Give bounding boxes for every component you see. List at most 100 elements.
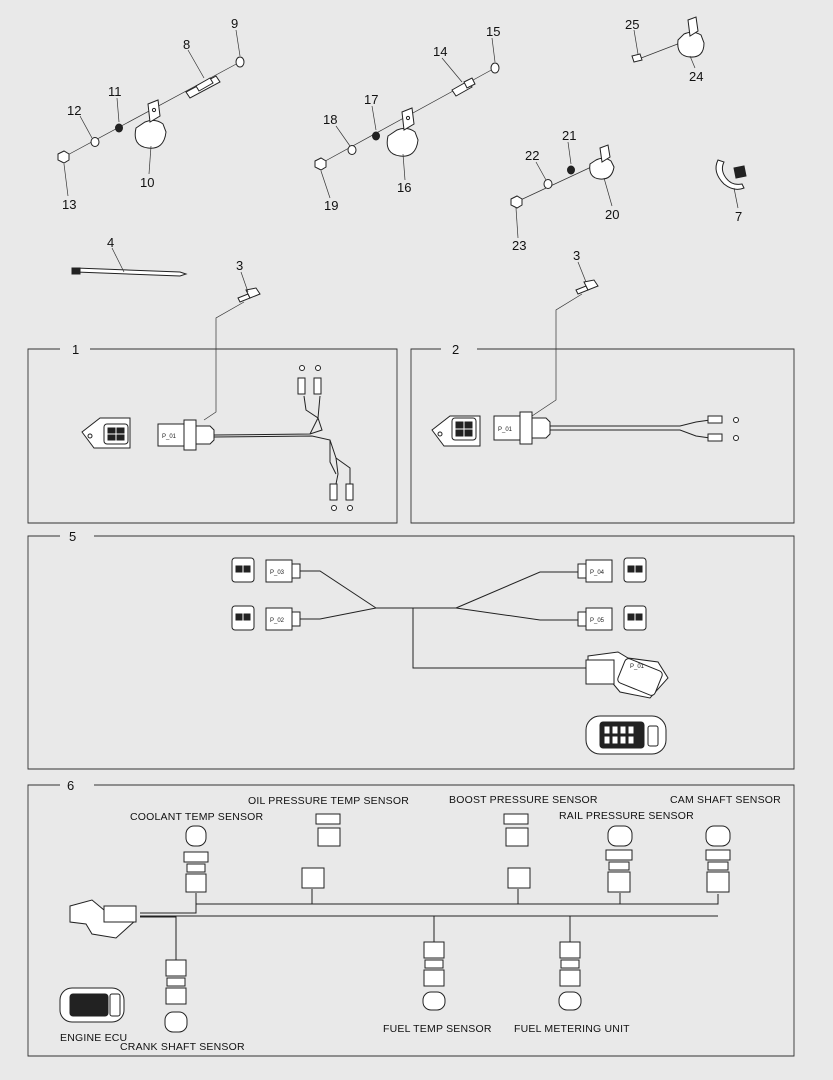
mating-connector-p02[interactable] (231, 605, 255, 631)
harness-connector-p04[interactable]: P_04 (577, 559, 613, 583)
label-rail-pressure-sensor: RAIL PRESSURE SENSOR (559, 810, 694, 822)
callout-14: 14 (433, 44, 447, 59)
lockwasher-17[interactable] (372, 131, 380, 141)
callout-10: 10 (140, 175, 154, 190)
callout-1: 1 (72, 342, 79, 357)
washer-12[interactable] (90, 137, 100, 147)
rail-pressure-sensor-assembly[interactable] (605, 825, 633, 893)
label-fuel-metering-unit: FUEL METERING UNIT (514, 1023, 630, 1035)
sensor-adapter-14[interactable] (451, 77, 476, 97)
callout-8: 8 (183, 37, 190, 52)
callout-5: 5 (69, 529, 76, 544)
coolant-temp-sensor-assembly[interactable] (183, 825, 209, 893)
harness-connector-p01-b[interactable]: P_01 (493, 411, 551, 445)
mating-connector-1[interactable] (81, 417, 131, 449)
frame-5: 5 P_03 P_02 (27, 529, 795, 770)
harness-connector-p01-ecu[interactable]: P_01 (585, 651, 669, 699)
tag-p05: P_05 (590, 618, 605, 624)
harness-connector-p01-a[interactable]: P_01 (157, 419, 215, 451)
lockwasher-11[interactable] (115, 123, 123, 133)
callout-15: 15 (486, 24, 500, 39)
frame-1: 1 P_01 (27, 342, 398, 524)
harness-connector-p02[interactable]: P_02 (265, 607, 301, 631)
nut-19[interactable] (314, 157, 327, 171)
callout-11: 11 (108, 84, 122, 99)
fuel-metering-unit-assembly[interactable] (558, 941, 582, 1011)
clamp-24[interactable] (677, 16, 705, 58)
harness-connector-p05[interactable]: P_05 (577, 607, 613, 631)
label-oil-pressure-temp-sensor: OIL PRESSURE TEMP SENSOR (248, 795, 409, 807)
callout-7: 7 (735, 209, 742, 224)
engine-ecu-connector[interactable] (59, 987, 125, 1023)
cable-mount-7[interactable] (715, 159, 747, 190)
ecu-mating-connector[interactable] (585, 715, 667, 755)
mating-connector-p03[interactable] (231, 557, 255, 583)
callout-3-right: 3 (573, 248, 580, 263)
nut-13[interactable] (57, 150, 70, 164)
oil-pressure-temp-sensor-assembly[interactable] (301, 813, 341, 889)
cam-shaft-sensor-assembly[interactable] (705, 825, 731, 893)
spacer-8[interactable] (185, 75, 221, 99)
bolt-3-right[interactable] (575, 279, 599, 295)
callout-19: 19 (324, 198, 338, 213)
terminals-frame2 (707, 415, 739, 442)
callout-20: 20 (605, 207, 619, 222)
label-crank-shaft-sensor: CRANK SHAFT SENSOR (120, 1041, 245, 1053)
callout-24: 24 (689, 69, 703, 84)
washer-18[interactable] (347, 145, 357, 155)
tag-p02: P_02 (270, 618, 285, 624)
bolt-3-left[interactable] (237, 287, 261, 303)
harness-connector-p03[interactable]: P_03 (265, 559, 301, 583)
washer-9[interactable] (235, 56, 245, 68)
callout-12: 12 (67, 103, 81, 118)
clamp-16[interactable] (386, 107, 419, 157)
mating-connector-2[interactable] (431, 415, 481, 447)
label-boost-pressure-sensor: BOOST PRESSURE SENSOR (449, 794, 598, 806)
callout-2: 2 (452, 342, 459, 357)
tag-p01-a: P_01 (162, 434, 177, 440)
label-engine-ecu: ENGINE ECU (60, 1032, 127, 1044)
callout-4: 4 (107, 235, 114, 250)
callout-6: 6 (67, 778, 74, 793)
callout-22: 22 (525, 148, 539, 163)
hardware-group-topright (631, 16, 705, 63)
hardware-group-left (57, 56, 245, 164)
mating-connector-p04[interactable] (623, 557, 647, 583)
clamp-20[interactable] (589, 144, 615, 180)
callout-25: 25 (625, 17, 639, 32)
callout-21: 21 (562, 128, 576, 143)
tag-p03: P_03 (270, 570, 285, 576)
tag-p04: P_04 (590, 570, 605, 576)
washer-15[interactable] (490, 62, 500, 74)
frame-6: 6 (27, 778, 795, 1057)
callout-17: 17 (364, 92, 378, 107)
frame-2: 2 P_01 (410, 342, 795, 524)
mating-connector-p05[interactable] (623, 605, 647, 631)
screw-25[interactable] (631, 53, 643, 63)
callout-23: 23 (512, 238, 526, 253)
callout-leaders (63, 29, 739, 293)
boost-pressure-sensor-assembly[interactable] (503, 813, 531, 889)
callout-3-left: 3 (236, 258, 243, 273)
callout-18: 18 (323, 112, 337, 127)
ecu-harness-connector[interactable] (69, 899, 137, 939)
terminals-frame1 (297, 365, 354, 511)
nut-23[interactable] (510, 195, 523, 209)
callout-9: 9 (231, 16, 238, 31)
hardware-group-middle (314, 62, 500, 171)
crank-shaft-sensor-assembly[interactable] (164, 959, 188, 1033)
tag-p01-c: P_01 (630, 664, 645, 670)
clamp-10[interactable] (134, 99, 167, 149)
label-cam-shaft-sensor: CAM SHAFT SENSOR (670, 794, 781, 806)
cable-tie-4[interactable] (71, 267, 188, 277)
tag-p01-b: P_01 (498, 427, 513, 433)
hardware-group-right (510, 144, 615, 209)
washer-22[interactable] (543, 179, 553, 189)
callout-13: 13 (62, 197, 76, 212)
callout-16: 16 (397, 180, 411, 195)
fuel-temp-sensor-assembly[interactable] (422, 941, 446, 1011)
lockwasher-21[interactable] (567, 165, 575, 175)
label-fuel-temp-sensor: FUEL TEMP SENSOR (383, 1023, 492, 1035)
label-coolant-temp-sensor: COOLANT TEMP SENSOR (130, 811, 264, 823)
